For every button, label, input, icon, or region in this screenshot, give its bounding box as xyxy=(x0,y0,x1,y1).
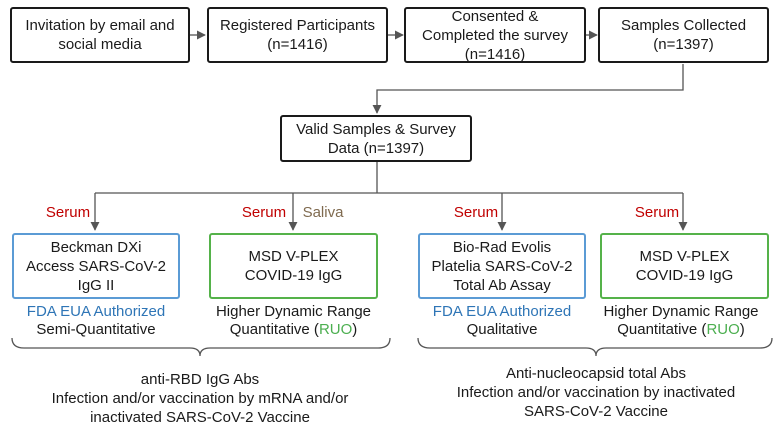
consented-box: Consented & Completed the survey (n=1416… xyxy=(404,7,586,63)
collected-line-1: Samples Collected xyxy=(620,17,747,34)
group-right-line-2: Infection and/or vaccination by inactiva… xyxy=(456,384,736,401)
group-left-line-2: Infection and/or vaccination by mRNA and… xyxy=(51,390,349,407)
saliva-label: Saliva xyxy=(302,204,344,221)
collected-line-2: (n=1397) xyxy=(653,36,714,53)
range-status-2: Higher Dynamic Range xyxy=(215,303,372,320)
beckman-line-2: Access SARS-CoV-2 xyxy=(25,257,167,275)
group-description-right: Anti-nucleocapsid total Abs Infection an… xyxy=(406,364,775,421)
beckman-line-1: Beckman DXi xyxy=(50,238,142,256)
measure-4-prefix: Quantitative ( xyxy=(617,321,707,338)
msd-assay-box-2: MSD V-PLEX COVID-19 IgG xyxy=(600,233,769,299)
invitation-box: Invitation by email and social media xyxy=(10,7,190,63)
measure-1: Semi-Quantitative xyxy=(36,321,156,338)
right-brace xyxy=(417,337,773,357)
measure-4-suffix: ) xyxy=(739,321,745,338)
biorad-line-1: Bio-Rad Evolis xyxy=(452,238,552,256)
collected-box: Samples Collected (n=1397) xyxy=(598,7,769,63)
valid-line-2: Data (n=1397) xyxy=(327,139,425,157)
consented-line-2: Completed the survey xyxy=(422,26,568,44)
group-left-line-3: inactivated SARS-CoV-2 Vaccine xyxy=(90,409,310,426)
registered-box: Registered Participants (n=1416) xyxy=(207,7,388,63)
measure-2-prefix: Quantitative ( xyxy=(229,321,319,338)
fda-status-3: FDA EUA Authorized xyxy=(432,303,572,320)
range-status-4: Higher Dynamic Range xyxy=(603,303,759,320)
biorad-line-2: Platelia SARS-CoV-2 xyxy=(431,257,573,275)
fda-status-1: FDA EUA Authorized xyxy=(26,303,166,320)
biorad-assay-box: Bio-Rad Evolis Platelia SARS-CoV-2 Total… xyxy=(418,233,586,299)
msd-assay-box-1: MSD V-PLEX COVID-19 IgG xyxy=(209,233,378,299)
group-right-line-1: Anti-nucleocapsid total Abs xyxy=(505,365,687,382)
left-brace xyxy=(11,337,391,357)
registered-line-1: Registered Participants xyxy=(219,17,376,34)
serum-label-1: Serum xyxy=(45,204,91,221)
beckman-assay-box: Beckman DXi Access SARS-CoV-2 IgG II xyxy=(12,233,180,299)
measure-4: Quantitative (RUO) xyxy=(586,320,775,339)
consented-line-3: (n=1416) xyxy=(464,45,526,63)
measure-2-suffix: ) xyxy=(352,321,358,338)
measure-3: Qualitative xyxy=(466,321,538,338)
serum-label-3: Serum xyxy=(453,204,499,221)
biorad-line-3: Total Ab Assay xyxy=(453,276,551,294)
group-description-left: anti-RBD IgG Abs Infection and/or vaccin… xyxy=(10,370,390,427)
group-right-line-3: SARS-CoV-2 Vaccine xyxy=(524,403,668,420)
msd1-line-2: COVID-19 IgG xyxy=(244,267,343,284)
msd2-line-2: COVID-19 IgG xyxy=(635,267,734,284)
beckman-line-3: IgG II xyxy=(77,276,115,294)
registered-line-2: (n=1416) xyxy=(267,36,328,53)
measure-2: Quantitative (RUO) xyxy=(196,320,391,339)
serum-label-4: Serum xyxy=(634,204,680,221)
consented-line-1: Consented & xyxy=(451,7,539,25)
invitation-line-2: social media xyxy=(58,36,142,53)
valid-samples-box: Valid Samples & Survey Data (n=1397) xyxy=(280,115,472,162)
ruo-label-2: RUO xyxy=(706,321,740,338)
msd1-line-1: MSD V-PLEX xyxy=(248,248,339,265)
invitation-line-1: Invitation by email and xyxy=(25,17,175,34)
group-left-line-1: anti-RBD IgG Abs xyxy=(140,371,260,388)
msd2-line-1: MSD V-PLEX xyxy=(639,248,730,265)
valid-line-1: Valid Samples & Survey xyxy=(296,120,456,138)
arrow-collected-to-valid xyxy=(372,64,684,114)
ruo-label-1: RUO xyxy=(318,321,353,338)
serum-label-2: Serum xyxy=(241,204,287,221)
